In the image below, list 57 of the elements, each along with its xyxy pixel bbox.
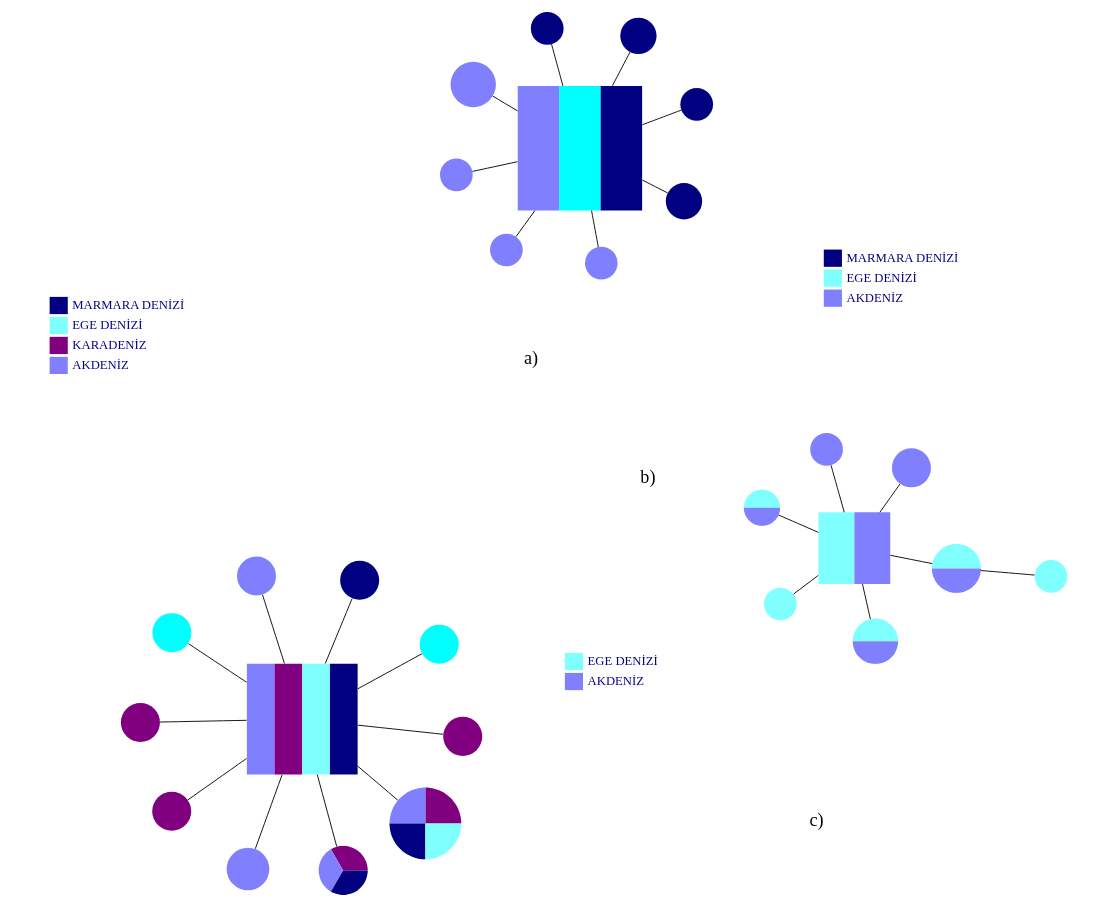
- node-circle: [442, 716, 482, 756]
- node-circle: [763, 587, 797, 621]
- node-circle: [151, 791, 191, 831]
- connector: [186, 758, 247, 801]
- connector: [590, 210, 599, 248]
- legend-label: AKDENİZ: [71, 357, 129, 372]
- connector: [254, 774, 282, 850]
- node-circle: [450, 61, 496, 108]
- connector: [641, 179, 668, 194]
- legend-label: EGE DENİZİ: [71, 317, 143, 332]
- connector: [550, 43, 563, 87]
- connector: [356, 724, 443, 735]
- node-circle: [679, 88, 713, 121]
- node-circle: [226, 847, 269, 891]
- connector: [979, 570, 1035, 576]
- node-circle: [619, 17, 657, 54]
- connector: [611, 51, 630, 87]
- connector: [641, 109, 682, 126]
- node-circle: [530, 12, 564, 45]
- connector: [324, 598, 353, 664]
- legend-label: KARADENİZ: [71, 337, 146, 352]
- node-circle: [891, 448, 931, 488]
- connector: [830, 464, 845, 513]
- legend-label: MARMARA DENİZİ: [845, 250, 958, 265]
- node-circle: [665, 183, 702, 220]
- label: a): [523, 347, 538, 368]
- node-circle: [120, 702, 160, 742]
- connector: [777, 514, 819, 533]
- legend-label: AKDENİZ: [587, 673, 644, 688]
- node-circle: [489, 233, 523, 267]
- connector: [356, 765, 398, 801]
- connector: [515, 210, 535, 237]
- connector: [159, 719, 247, 723]
- node-circle: [809, 433, 843, 466]
- node-circle: [236, 556, 276, 596]
- node-circle: [584, 246, 618, 280]
- connector: [316, 774, 337, 848]
- legend-label: AKDENİZ: [845, 290, 903, 305]
- label: b): [639, 466, 655, 487]
- label: c): [809, 809, 824, 830]
- legend-label: MARMARA DENİZİ: [71, 297, 184, 312]
- connector: [861, 583, 871, 620]
- node-circle: [439, 158, 473, 192]
- node-circle: [339, 560, 379, 600]
- connector: [491, 95, 518, 112]
- node-circle: [151, 613, 191, 653]
- legend-label: EGE DENİZİ: [845, 270, 917, 285]
- connector: [889, 554, 933, 565]
- connector: [261, 594, 285, 664]
- connector: [187, 643, 247, 683]
- connector: [357, 653, 422, 690]
- legend-label: EGE DENİZİ: [587, 653, 658, 668]
- node-circle: [1034, 560, 1067, 593]
- connector: [878, 483, 900, 513]
- connector: [471, 161, 518, 172]
- connector: [792, 574, 819, 595]
- node-circle: [419, 624, 459, 664]
